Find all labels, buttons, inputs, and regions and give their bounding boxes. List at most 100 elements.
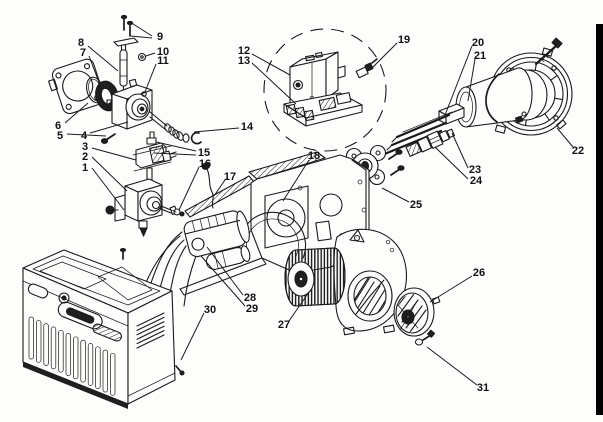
leader-line-part-15	[153, 152, 197, 156]
leader-line-part-7	[88, 55, 101, 86]
part-number-27: 27	[278, 319, 290, 331]
control-box-group	[289, 51, 346, 108]
part-number-23: 23	[469, 164, 481, 176]
leader-line-part-21	[467, 58, 476, 102]
part-number-7: 7	[80, 47, 86, 59]
leader-line-part-29	[200, 255, 246, 307]
pump-fitting	[171, 208, 185, 217]
part-number-14: 14	[241, 121, 254, 133]
nozzle-assembly-group	[405, 128, 456, 157]
blast-tube-group	[455, 67, 533, 128]
vent-slots	[28, 316, 116, 396]
leader-line-part-25	[381, 187, 410, 203]
part-number-30: 30	[204, 304, 216, 316]
capacitor	[205, 245, 251, 270]
part-number-12: 12	[238, 45, 250, 57]
air-damper-disc-group	[393, 287, 441, 337]
leader-line-part-15	[155, 141, 197, 152]
leader-line-part-1	[91, 167, 125, 211]
part-number-15: 15	[198, 147, 210, 159]
shaft-spring-group	[149, 111, 202, 145]
leader-line-part-14	[193, 127, 240, 133]
part-number-8: 8	[78, 37, 84, 49]
brand-plate	[57, 301, 103, 330]
part-number-13: 13	[238, 55, 250, 67]
part-number-18: 18	[308, 150, 320, 162]
part-number-29: 29	[246, 303, 258, 315]
damper-screw	[414, 329, 436, 346]
cover-top-screw	[119, 247, 127, 260]
leader-line-part-16	[178, 166, 200, 211]
part-number-24: 24	[470, 175, 483, 187]
part-number-16: 16	[199, 158, 211, 170]
leader-line-part-5	[66, 133, 107, 137]
solenoid-valve-group	[132, 131, 177, 184]
right-edge-bar	[596, 24, 603, 415]
part-number-6: 6	[55, 120, 61, 132]
leader-line-part-24	[434, 146, 469, 180]
leader-line-part-26	[429, 275, 473, 303]
mounting-screws-group	[113, 14, 139, 47]
leader-line-part-8	[87, 45, 119, 72]
part-number-22: 22	[572, 145, 584, 157]
flange-screw	[100, 133, 116, 144]
motor-group	[183, 210, 250, 258]
part-number-25: 25	[410, 199, 422, 211]
blower-wheel-group	[284, 247, 346, 307]
side-vents	[136, 312, 165, 349]
leader-line-part-20	[444, 45, 473, 116]
leader-line-part-17	[213, 179, 226, 197]
housing-cover-group	[22, 247, 185, 409]
leader-line-part-22	[556, 127, 574, 148]
leader-line-part-23	[451, 132, 469, 169]
washer	[137, 52, 147, 62]
part-number-9: 9	[157, 31, 163, 43]
leader-line-part-12	[251, 53, 291, 76]
filter-cartridge	[119, 44, 128, 94]
cover-button	[58, 292, 70, 304]
part-number-11: 11	[157, 55, 169, 67]
part-number-1: 1	[82, 162, 88, 174]
pump-screws	[388, 149, 405, 176]
leader-line-part-27	[288, 291, 310, 322]
leader-line-part-19	[369, 42, 398, 71]
part-number-5: 5	[57, 130, 63, 142]
leader-line-part-6	[64, 102, 89, 124]
part-number-10: 10	[157, 46, 169, 58]
cover-bottom-screw	[175, 365, 185, 376]
leader-line-part-30	[180, 312, 205, 361]
drawing-layer	[22, 14, 573, 409]
leader-line-part-10	[145, 52, 156, 57]
part-number-3: 3	[82, 141, 88, 153]
leader-line-part-13	[251, 62, 297, 105]
cover-left-oval	[27, 283, 49, 299]
part-number-2: 2	[82, 151, 88, 163]
leader-line-part-2	[91, 156, 128, 192]
part-number-28: 28	[244, 292, 256, 304]
leader-line-part-9	[129, 21, 153, 37]
part-number-21: 21	[474, 50, 486, 62]
part-number-17: 17	[224, 171, 236, 183]
hydraulic-block-group	[106, 78, 153, 130]
oil-pump-group	[105, 178, 185, 237]
part-number-4: 4	[81, 130, 88, 142]
wiring-base-group	[283, 92, 363, 127]
part-number-20: 20	[472, 37, 484, 49]
photocell-group	[355, 58, 378, 79]
leader-line-part-9	[130, 35, 153, 39]
flange-bolt	[534, 37, 563, 66]
leader-line-part-4	[89, 121, 129, 134]
leader-line-part-31	[426, 346, 478, 386]
part-number-31: 31	[477, 382, 489, 394]
fan-housing-group	[333, 228, 407, 336]
cover-lower-plate	[92, 323, 122, 342]
leader-line-part-11	[144, 63, 157, 93]
dashed-detail-circle	[263, 28, 387, 152]
part-number-19: 19	[398, 34, 410, 46]
leader-line-part-3	[91, 147, 137, 161]
leader-line-part-18	[282, 159, 310, 202]
part-number-26: 26	[473, 267, 485, 279]
